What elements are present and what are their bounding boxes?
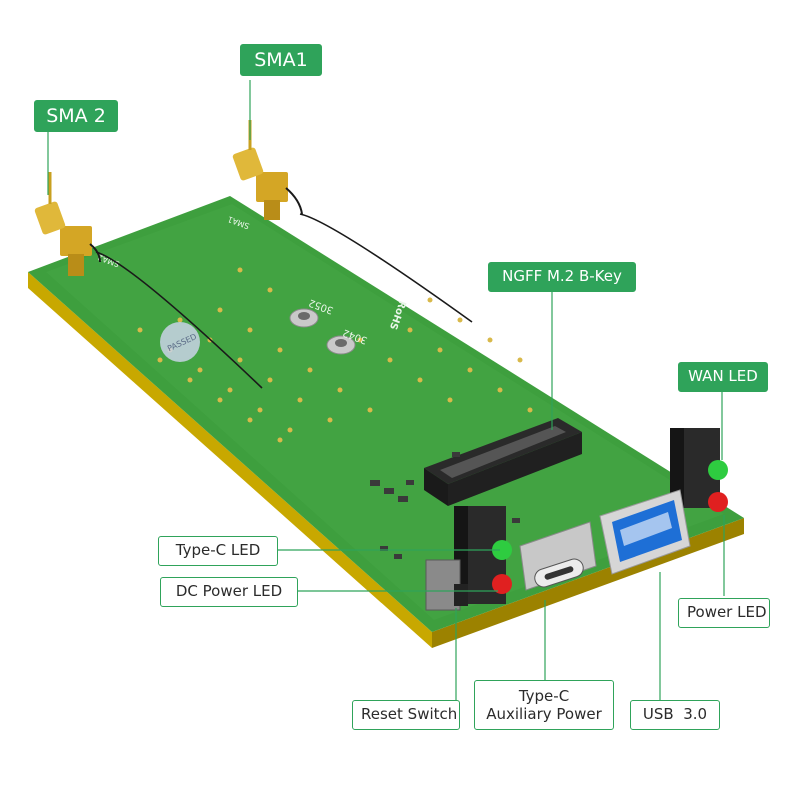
callout-ngff: NGFF M.2 B-Key <box>488 262 636 292</box>
usb3-port <box>599 489 691 575</box>
callout-reset-switch: Reset Switch <box>352 700 460 730</box>
via-holes <box>137 267 533 443</box>
callout-typec-aux: Type-C Auxiliary Power <box>474 680 614 730</box>
standoff-3052 <box>289 308 319 328</box>
callout-usb3: USB 3.0 <box>630 700 720 730</box>
antenna-cable-2 <box>95 251 263 389</box>
callout-typec-aux-line2: Auxiliary Power <box>486 705 602 723</box>
wan-power-led-holder <box>670 428 728 512</box>
callout-typec-led: Type-C LED <box>158 536 278 566</box>
standoff-3042 <box>326 335 356 355</box>
sma2-connector <box>34 172 101 276</box>
power-led-light <box>708 492 728 512</box>
callout-wan-led: WAN LED <box>678 362 768 392</box>
callout-power-led: Power LED <box>678 598 770 628</box>
pcb-board <box>28 196 744 648</box>
callout-sma2: SMA 2 <box>34 100 118 132</box>
callout-sma1: SMA1 <box>240 44 322 76</box>
callout-typec-aux-line1: Type-C <box>518 687 570 705</box>
callout-dc-power-led: DC Power LED <box>160 577 298 607</box>
typec-port <box>519 521 597 591</box>
smd-components <box>370 452 520 559</box>
sma1-connector <box>232 120 303 220</box>
reset-switch <box>425 559 468 611</box>
antenna-cable-1 <box>299 213 473 323</box>
typec-led-light <box>492 540 512 560</box>
wan-led-light <box>708 460 728 480</box>
passed-sticker: PASSED <box>160 322 200 362</box>
dc-power-led-light <box>492 574 512 594</box>
m2-slot <box>424 418 582 506</box>
